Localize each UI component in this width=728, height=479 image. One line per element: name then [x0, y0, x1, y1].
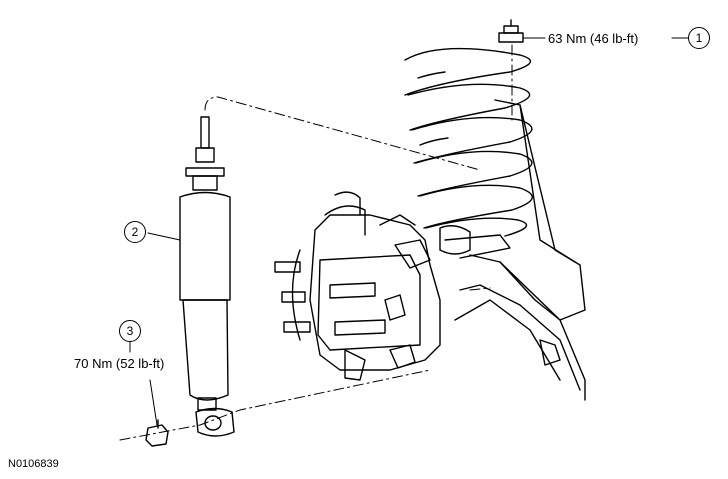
callout-1-number: 1	[695, 31, 703, 45]
callout-3: 3	[119, 320, 141, 342]
upper-mount-nut	[498, 19, 524, 43]
torque-label-3: 70 Nm (52 lb-ft)	[74, 356, 165, 371]
control-arm	[439, 99, 586, 401]
callout-3-number: 3	[126, 324, 134, 338]
figure-id: N0106839	[8, 458, 59, 470]
callout-1: 1	[688, 27, 710, 49]
callout-2: 2	[124, 221, 146, 243]
callout-leaders	[129, 37, 689, 426]
shock-absorber	[179, 116, 235, 437]
wheel-hub-studs	[274, 249, 311, 341]
coil-spring	[404, 47, 533, 237]
lower-mount-nut	[145, 419, 169, 447]
torque-label-1: 63 Nm (46 lb-ft)	[548, 31, 639, 46]
callout-2-number: 2	[131, 225, 139, 239]
alignment-lines	[119, 44, 513, 441]
brake-caliper	[309, 191, 441, 381]
